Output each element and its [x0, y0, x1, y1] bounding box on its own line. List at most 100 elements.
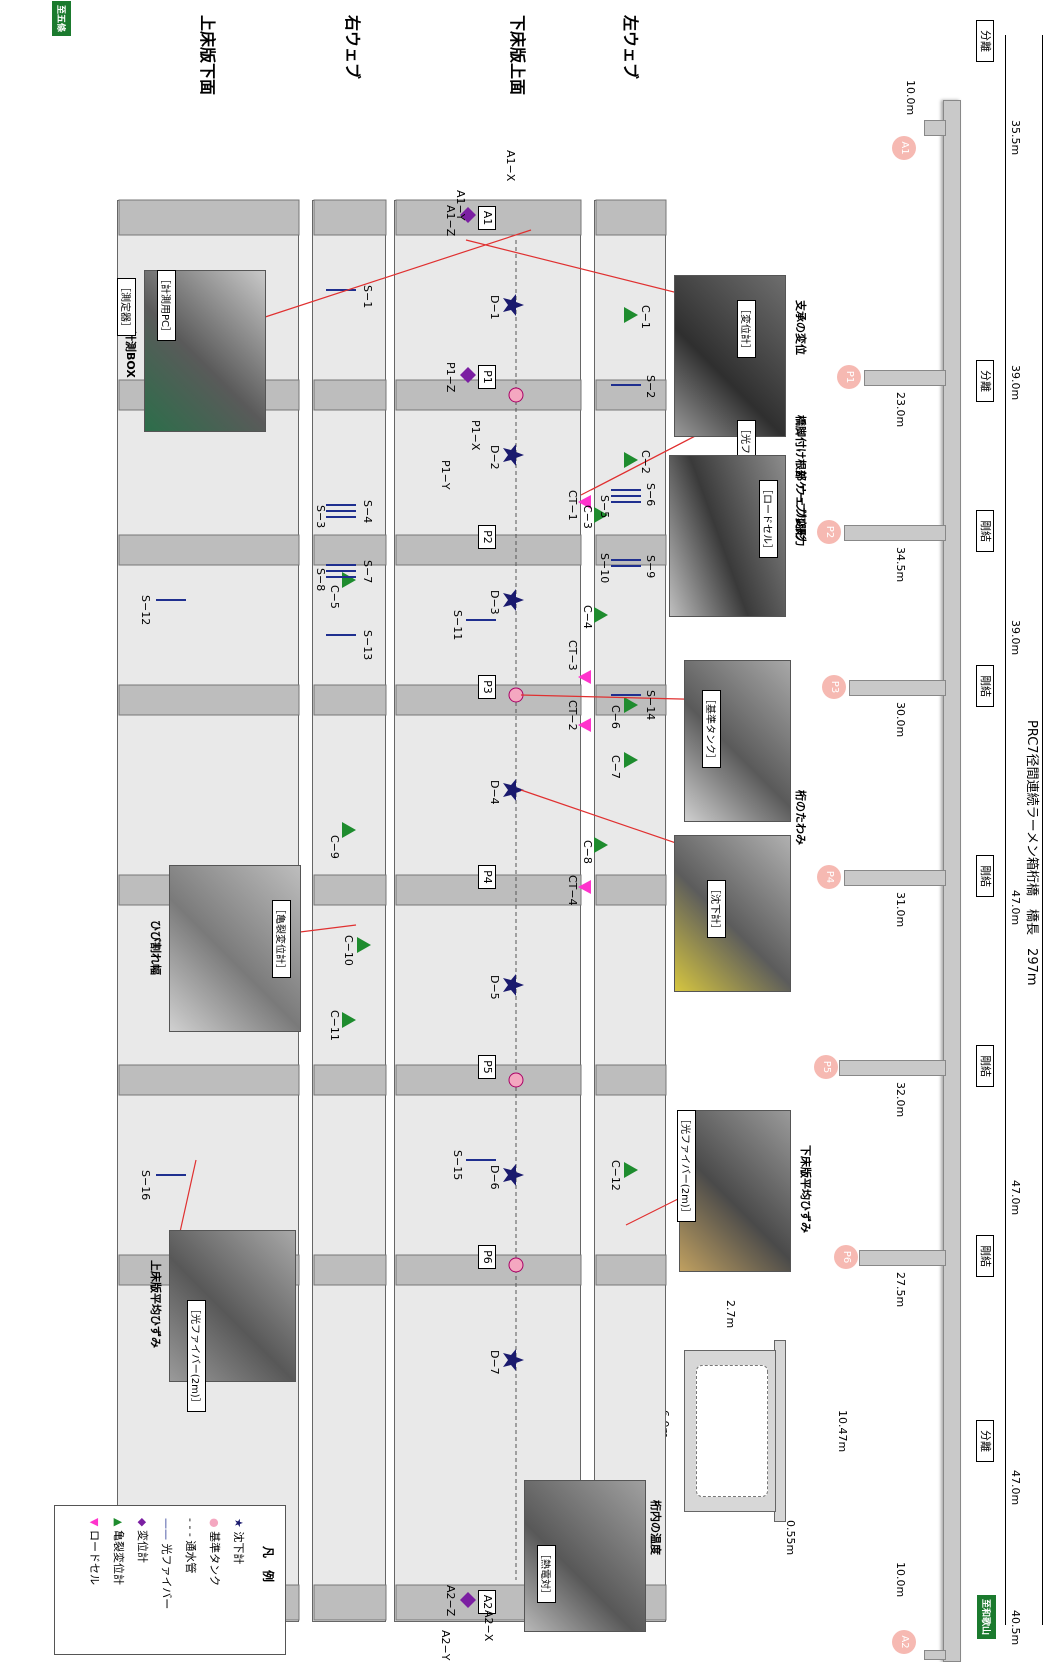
- legend: 凡 例 ★ 沈下計 ● 基準タンク - - - 通水管 —— 光ファイバー ◆ …: [54, 1505, 286, 1655]
- tank: [508, 687, 524, 703]
- disp-diamond: [460, 207, 476, 223]
- settlement-star: [503, 294, 524, 316]
- sensor-label: S−3: [314, 505, 327, 529]
- crack-triangle: [624, 452, 638, 468]
- crack-gauges: [342, 307, 638, 1178]
- photo-tag: ［熱電対］: [537, 1545, 556, 1603]
- sensor-label: S−12: [139, 595, 152, 626]
- tank: [508, 1257, 524, 1273]
- legend-item: ロードセル: [88, 1529, 101, 1585]
- sensor-label: D−2: [488, 445, 501, 470]
- settlement-gauges: [503, 294, 524, 1371]
- photo-title: 外ケーブル張力: [794, 470, 807, 547]
- sensor-label: S−9: [644, 555, 657, 579]
- crack-triangle: [594, 607, 608, 623]
- settlement-star: [503, 589, 524, 611]
- photo-tag: ［沈下計］: [707, 880, 726, 938]
- legend-item: 変位計: [136, 1529, 149, 1563]
- legend-item: 亀裂変位計: [112, 1529, 125, 1585]
- sensor-label: C−4: [581, 605, 594, 629]
- node-box: P4: [478, 865, 496, 889]
- legend-disp: ◆ 変位計: [135, 1518, 151, 1563]
- sensor-label: P1−Z: [444, 362, 457, 393]
- displacement-meters: [460, 207, 476, 1608]
- sensor-label: C−10: [342, 935, 355, 966]
- photo-tag: ［基準タンク］: [702, 690, 721, 768]
- legend-item: 基準タンク: [208, 1531, 221, 1587]
- dash-icon: - - -: [184, 1518, 197, 1537]
- legend-title: 凡 例: [261, 1546, 275, 1583]
- sensor-label: S−4: [361, 500, 374, 524]
- crack-triangle: [594, 507, 608, 523]
- legend-pipe: - - - 通水管: [183, 1518, 199, 1573]
- crack-triangle: [594, 837, 608, 853]
- photo-title: 桁のたわみ: [794, 790, 807, 845]
- sensor-label: CT−2: [566, 700, 579, 731]
- triangle-down-icon: ▼: [88, 1518, 101, 1527]
- photo-reference-tank: [684, 660, 791, 822]
- settlement-star: [503, 1349, 524, 1371]
- settlement-star: [503, 974, 524, 996]
- load-triangle: [578, 718, 591, 732]
- star-icon: ★: [232, 1518, 245, 1528]
- settlement-star: [503, 1164, 524, 1186]
- load-triangle: [578, 670, 591, 684]
- node-box: P2: [478, 525, 496, 549]
- sensor-label: S−7: [361, 560, 374, 584]
- photo-title: 支承の変位: [794, 300, 807, 355]
- photo-tag: ［ロードセル］: [759, 480, 778, 558]
- sensor-label: S−16: [139, 1170, 152, 1201]
- sensor-label: S−8: [314, 568, 327, 592]
- sensor-label: C−8: [581, 840, 594, 864]
- load-triangle: [578, 495, 591, 509]
- photo-settlement-gauge: [674, 835, 791, 992]
- crack-triangle: [342, 1012, 356, 1028]
- photo-title: 桁内の温度: [649, 1500, 662, 1555]
- node-box: A1: [478, 206, 496, 230]
- sensor-label: S−10: [598, 553, 611, 584]
- legend-item: 沈下計: [232, 1531, 245, 1565]
- sensor-label: C−11: [328, 1010, 341, 1041]
- photo-title: 計測BOX: [124, 330, 137, 378]
- crack-triangle: [342, 822, 356, 838]
- legend-crack: ▲ 亀裂変位計: [111, 1518, 127, 1585]
- sensor-label: D−1: [488, 295, 501, 320]
- legend-tank: ● 基準タンク: [207, 1518, 223, 1586]
- sensor-label: CT−4: [566, 875, 579, 906]
- sensor-label: C−2: [639, 450, 652, 474]
- legend-settlement: ★ 沈下計: [231, 1518, 247, 1564]
- sensor-label: C−7: [609, 755, 622, 779]
- axis-label: P1−Y: [439, 460, 452, 490]
- sensor-label: A2−Z: [444, 1585, 457, 1617]
- sensor-label: S−6: [644, 483, 657, 507]
- crack-triangle: [624, 697, 638, 713]
- legend-load: ▼ ロードセル: [87, 1518, 103, 1585]
- line-icon: ——: [160, 1518, 173, 1540]
- sensor-label: S−1: [361, 285, 374, 309]
- sensor-label: D−5: [488, 975, 501, 1000]
- axis-label: A1−Y: [454, 190, 467, 221]
- node-box: P3: [478, 675, 496, 699]
- photo-tag: ［光ファイバー(2m)］: [187, 1300, 206, 1412]
- photo-bearing-displacement: [674, 275, 786, 437]
- tank: [508, 1072, 524, 1088]
- sensor-label: D−4: [488, 780, 501, 805]
- load-cells: [578, 495, 591, 894]
- settlement-star: [503, 444, 524, 466]
- sensor-label: C−3: [581, 505, 594, 529]
- disp-diamond: [460, 367, 476, 383]
- sensor-label: C−5: [328, 585, 341, 609]
- sensor-label: S−14: [644, 690, 657, 721]
- sensor-label: S−11: [451, 610, 464, 641]
- photo-tag: ［計測用PC］: [157, 270, 176, 342]
- photo-tag: ［光ファイバー(2m)］: [677, 1110, 696, 1222]
- crack-triangle: [342, 572, 356, 588]
- crack-triangle: [624, 307, 638, 323]
- triangle-up-icon: ▲: [112, 1518, 125, 1527]
- photo-title: ひび割れ幅: [149, 920, 162, 975]
- circle-icon: ●: [208, 1518, 221, 1528]
- photo-tag: ［亀裂変位計］: [272, 900, 291, 978]
- axis-label: A2−X: [482, 1610, 495, 1642]
- axis-label: A1−X: [504, 150, 517, 182]
